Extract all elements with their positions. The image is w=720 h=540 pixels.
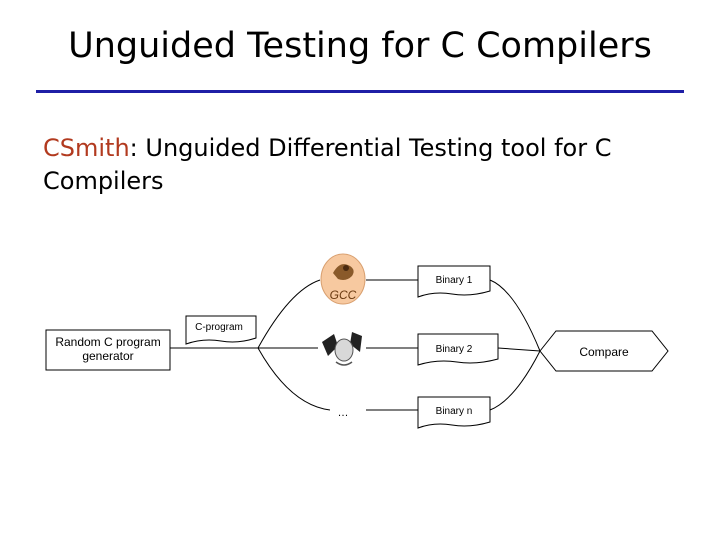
binary-n-document <box>417 396 491 429</box>
bullet-text: CSmith: Unguided Differential Testing to… <box>43 132 663 198</box>
csmith-highlight: CSmith <box>43 134 130 162</box>
slide-title: Unguided Testing for C Compilers <box>68 26 652 66</box>
compare-hexagon <box>539 330 669 372</box>
title-divider <box>36 90 684 93</box>
binary-1-label: Binary 1 <box>436 275 473 286</box>
generator-label-line1: Random C program <box>55 335 160 349</box>
c-program-label: C-program <box>195 322 243 333</box>
compiler-n-ellipsis: … <box>338 407 349 419</box>
binaryn-to-compare-line <box>489 350 541 411</box>
bullet-rest: : Unguided Differential Testing tool for… <box>43 134 612 195</box>
fork-to-gcc-line <box>257 279 321 349</box>
generator-box <box>45 329 171 371</box>
binary-n-label: Binary n <box>436 406 473 417</box>
gcc-logo-text: GCC <box>330 288 357 302</box>
c-program-document <box>185 315 257 345</box>
binary2-to-compare-line <box>497 347 541 352</box>
gcc-logo-icon: GCC <box>320 253 366 305</box>
compare-label: Compare <box>579 345 629 359</box>
binary-2-document <box>417 333 499 366</box>
binary-1-document <box>417 265 491 298</box>
llvm-dragon-icon <box>322 332 362 366</box>
generator-label-line2: generator <box>82 349 133 363</box>
binary1-to-compare-line <box>489 279 541 352</box>
fork-to-compiler-n-line <box>257 347 331 411</box>
connector-lines <box>170 279 541 411</box>
binary-2-label: Binary 2 <box>436 344 473 355</box>
